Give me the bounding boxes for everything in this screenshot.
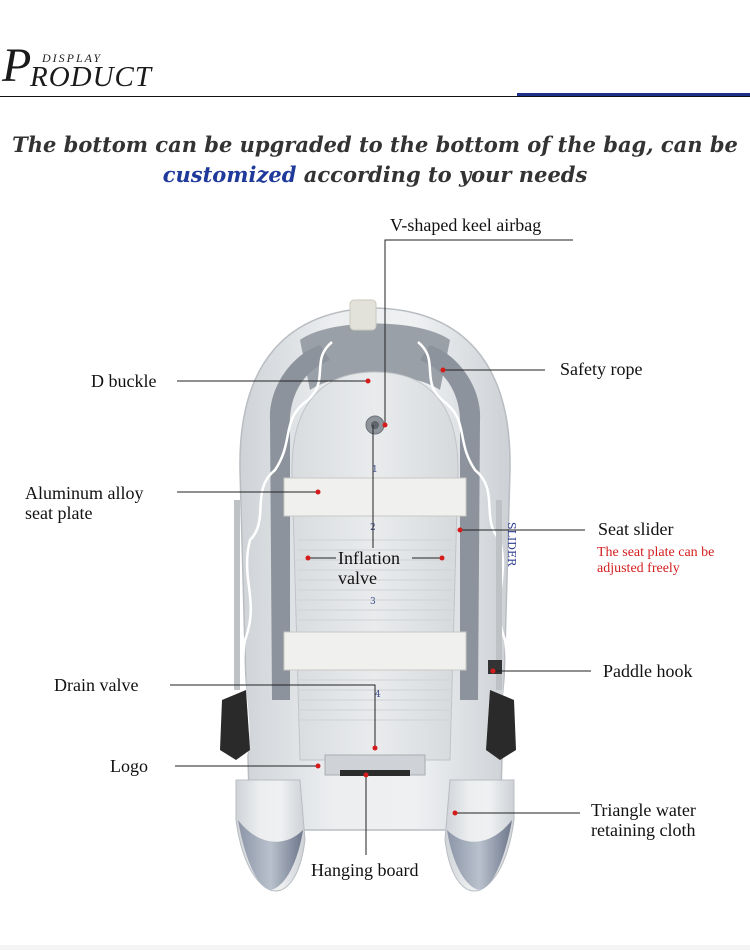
brand-text: SLIDER (505, 522, 518, 567)
bottom-strip (0, 945, 750, 950)
headline-line-2: customized according to your needs (0, 160, 750, 190)
svg-text:3: 3 (370, 597, 376, 607)
safety-rope-label: Safety rope (560, 359, 643, 379)
seat-plate-label-line-2: seat plate (25, 503, 93, 523)
stern-tip-right (447, 820, 512, 890)
hanging-board-dot (363, 772, 369, 778)
svg-text:1: 1 (372, 465, 378, 475)
headline: The bottom can be upgraded to the bottom… (0, 130, 750, 190)
safety-rope-left (242, 341, 333, 761)
inflation-dot-left (305, 555, 311, 561)
inflation-valve-label-line-2: valve (338, 568, 377, 588)
floor-marker-1: 1 (372, 465, 378, 475)
bow-handle (349, 299, 377, 331)
bow-accent (300, 323, 450, 390)
drain-valve-leader (170, 684, 376, 748)
logo-product-text: RODUCT (30, 61, 153, 93)
drain-valve-label: Drain valve (54, 675, 139, 695)
paddle-hook-dot (490, 668, 496, 674)
floor-ribs (298, 539, 452, 721)
safety-rope-right (417, 341, 508, 761)
d-buckle-dot (365, 378, 371, 384)
seat-plate-dot (315, 489, 321, 495)
floor-marker-4: 4 (375, 690, 381, 700)
right-paddle-blade (486, 690, 516, 760)
seat-slider-label: Seat slider (598, 519, 674, 539)
seat-slider-note-line-2: adjusted freely (597, 561, 680, 576)
front-seat-plate (283, 477, 467, 517)
logo-label: Logo (110, 756, 148, 776)
right-paddle-shaft (496, 500, 502, 690)
headline-line-1: The bottom can be upgraded to the bottom… (12, 132, 738, 157)
seat-slider-dot (457, 527, 463, 533)
floor-marker-3: 3 (370, 597, 376, 607)
keel-leader (384, 239, 573, 425)
headline-line-2-rest: according to your needs (296, 162, 588, 187)
hanging-board-label: Hanging board (311, 860, 419, 880)
left-paddle-shaft (234, 500, 240, 690)
header-accent-rule (517, 93, 750, 96)
svg-text:4: 4 (375, 690, 381, 700)
logo-dot (315, 763, 321, 769)
logo-initial: P (2, 39, 32, 92)
stern-tip-left (238, 820, 303, 890)
keel-airbag-label: V-shaped keel airbag (390, 215, 542, 235)
paddle-hook-label: Paddle hook (603, 661, 693, 681)
triangle-dot (452, 810, 458, 816)
right-tube-accent (420, 345, 481, 700)
triangle-cloth-label-line-1: Triangle water (591, 800, 696, 820)
left-paddle-blade (220, 690, 250, 760)
triangle-cloth-label-line-2: retaining cloth (591, 820, 696, 840)
drain-valve-dot (372, 745, 378, 751)
inflation-dot-right (439, 555, 445, 561)
triangle-cloth-label: Triangle water retaining cloth (591, 800, 696, 840)
seat-plate-label: Aluminum alloy seat plate (25, 483, 144, 523)
seat-slider-note: The seat plate can be adjusted freely (597, 545, 714, 577)
header-rule (0, 96, 750, 97)
inflation-valve-label: Inflation valve (338, 548, 400, 588)
product-display-header: P DISPLAY RODUCT (0, 0, 750, 100)
headline-highlight: customized (162, 162, 297, 187)
keel-dot (382, 422, 388, 428)
rear-seat-plate (283, 631, 467, 671)
seat-plate-label-line-1: Aluminum alloy (25, 483, 144, 503)
seat-slider-note-line-1: The seat plate can be (597, 545, 715, 560)
left-tube-accent (269, 345, 330, 700)
d-buckle-label: D buckle (91, 371, 157, 391)
safety-rope-dot (440, 367, 446, 373)
logo-display-text: DISPLAY (42, 51, 103, 65)
inflation-valve-label-line-1: Inflation (338, 548, 400, 568)
